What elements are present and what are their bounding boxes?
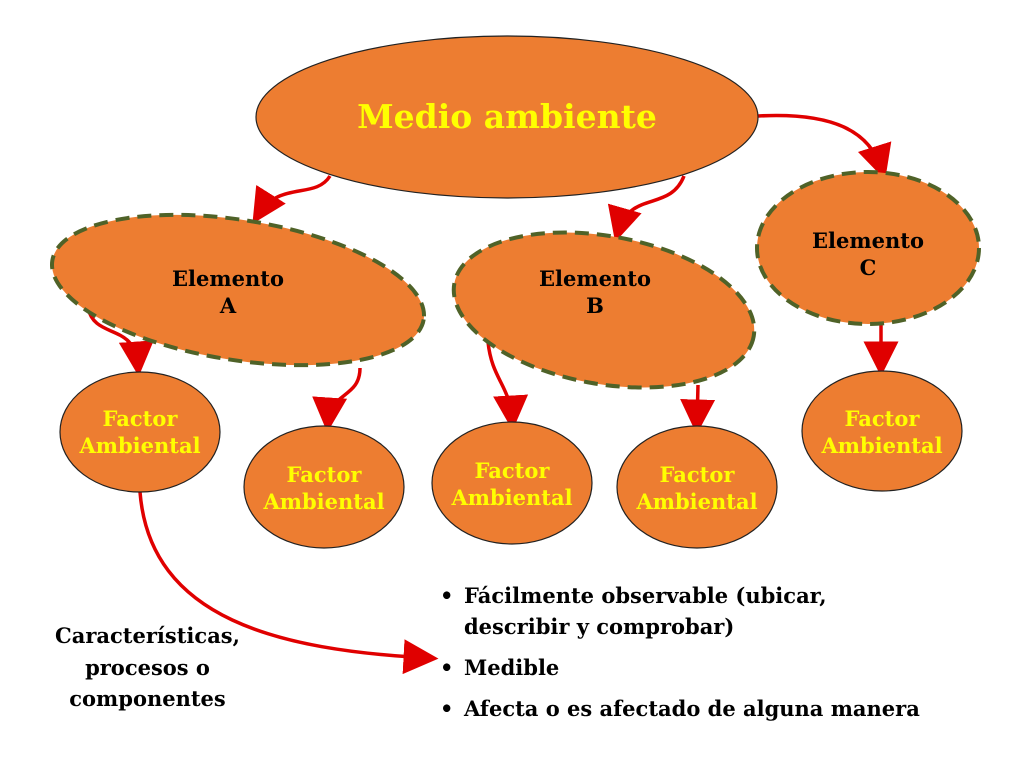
element-b-label: Elemento B [515,258,675,326]
element-a-ellipse [49,212,427,368]
arrow-element-a-to-factor-1 [86,307,154,377]
arrow-root-to-element-b [607,175,686,243]
factor-1-label: Factor Ambiental [60,398,220,466]
element-a-label: Elemento A [148,258,308,326]
factor-5-label: Factor Ambiental [802,398,962,466]
element-c-label: Elemento C [788,220,948,288]
factor-3-line1: Factor [474,457,550,483]
element-b-line1: Elemento [539,265,651,291]
bullet-2-line1: Medible [464,655,560,681]
caption-line1: Características, [55,623,240,648]
element-c-ellipse [755,170,981,326]
arrow-element-b-to-factor-4 [680,384,716,435]
factor-1-ellipse [59,371,221,493]
factor-4-line2: Ambiental [636,489,758,514]
factor-5-ellipse [801,370,963,492]
factor-5-line1: Factor [844,405,920,431]
factor-5-line2: Ambiental [821,433,943,458]
factor-3-label: Factor Ambiental [432,450,592,518]
arrow-element-a-to-factor-2 [312,367,362,433]
factor-1-line2: Ambiental [79,433,201,458]
factor-4-line1: Factor [659,461,735,487]
bullet-1-line1: Fácilmente observable (ubicar, [464,583,827,608]
caption-line2: procesos o [85,654,210,680]
characteristics-caption: Características, procesos o componentes [20,620,275,715]
arrow-root-to-element-c [757,113,892,181]
factor-2-ellipse [243,425,405,549]
element-a-line1: Elemento [172,265,284,291]
arrow-factor-1-to-characteristics [138,491,439,675]
factor-4-ellipse [616,425,778,549]
factor-1-line1: Factor [102,405,178,431]
caption-line3: componentes [69,686,226,711]
factor-2-line2: Ambiental [263,489,385,514]
element-c-line1: Elemento [812,227,924,253]
factor-3-line2: Ambiental [451,485,573,510]
root-label-text: Medio ambiente [357,96,657,136]
factor-4-label: Factor Ambiental [617,454,777,522]
bullet-1-line2: describir y comprobar) [464,614,735,640]
factor-2-line1: Factor [286,461,362,487]
bullet-3-line1: Afecta o es afectado de alguna manera [464,696,920,722]
arrow-element-b-to-factor-3 [486,341,529,431]
root-ellipse [255,35,759,199]
list-item: Afecta o es afectado de alguna manera [438,693,1018,724]
characteristics-list: Fácilmente observable (ubicar, describir… [438,580,1018,734]
factor-2-label: Factor Ambiental [244,454,404,522]
element-a-line2: A [219,293,237,318]
arrow-root-to-element-a [252,174,332,224]
list-item: Medible [438,652,1018,683]
element-c-line2: C [859,255,877,280]
factor-3-ellipse [431,421,593,545]
element-b-line2: B [586,293,604,318]
root-label: Medio ambiente [287,87,727,147]
list-item: Fácilmente observable (ubicar, describir… [438,580,1018,642]
element-b-ellipse [451,230,757,390]
